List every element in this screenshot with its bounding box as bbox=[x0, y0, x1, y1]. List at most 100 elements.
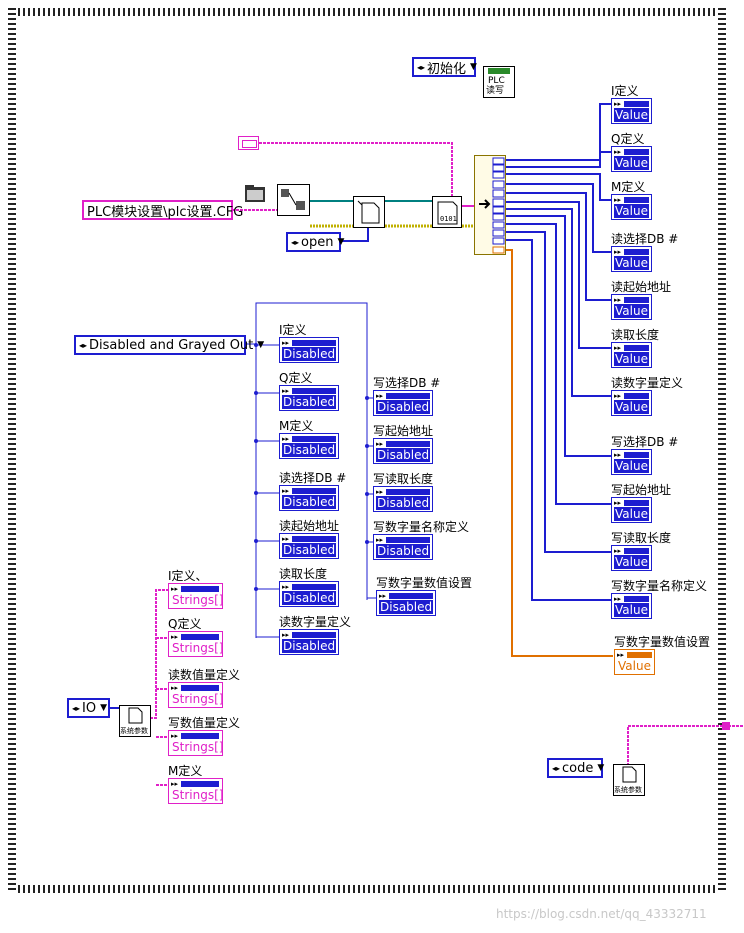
indicator-text: Value bbox=[614, 204, 649, 218]
indicator-terminal[interactable]: ▸▸Value bbox=[611, 545, 652, 571]
indicator-terminal[interactable]: ▸▸Strings[] bbox=[168, 631, 223, 657]
terminal-type-icon: ▸▸ bbox=[282, 387, 290, 395]
build-path-node[interactable] bbox=[277, 184, 310, 216]
indicator-terminal[interactable]: ▸▸Strings[] bbox=[168, 730, 223, 756]
open-enum-control[interactable]: ◂▸ open ▼ bbox=[286, 232, 345, 252]
indicator-terminal[interactable]: ▸▸Value bbox=[611, 194, 652, 220]
folder-icon-node[interactable] bbox=[244, 182, 266, 204]
indicator-label: 读起始地址 bbox=[279, 519, 340, 533]
disabled-enum-control[interactable]: ◂▸ Disabled and Grayed Out ▼ bbox=[74, 335, 264, 355]
indicator-terminal[interactable]: ▸▸Disabled bbox=[279, 485, 339, 511]
io-enum-control[interactable]: ◂▸ IO ▼ bbox=[67, 698, 110, 718]
indicator-text: Disabled bbox=[282, 543, 336, 557]
terminal-type-icon: ▸▸ bbox=[171, 633, 179, 641]
indicator-terminal[interactable]: ▸▸Value bbox=[611, 497, 652, 523]
indicator-terminal[interactable]: ▸▸Value bbox=[611, 98, 652, 124]
indicator-terminal[interactable]: ▸▸Disabled bbox=[373, 534, 433, 560]
indicator-text: Value bbox=[614, 156, 649, 170]
code-enum-value: code bbox=[562, 760, 594, 776]
terminal-type-bar bbox=[181, 685, 219, 691]
indicator-terminal[interactable]: ▸▸Value bbox=[611, 593, 652, 619]
terminal-type-icon: ▸▸ bbox=[379, 592, 387, 600]
indicator-terminal[interactable]: ▸▸Disabled bbox=[279, 629, 339, 655]
read-config-node[interactable]: 0101 bbox=[432, 196, 462, 228]
indicator-text: Disabled bbox=[282, 495, 336, 509]
indicator-label: 读取长度 bbox=[279, 567, 328, 581]
subvi-label: 系统参数 bbox=[614, 786, 642, 794]
init-enum-value: 初始化 bbox=[427, 61, 467, 77]
indicator-terminal[interactable]: ▸▸Strings[] bbox=[168, 583, 223, 609]
terminal-type-icon: ▸▸ bbox=[614, 344, 622, 352]
frame-left-border bbox=[8, 8, 16, 893]
indicator-terminal[interactable]: ▸▸Value bbox=[611, 294, 652, 320]
indicator-label: Q定义 bbox=[611, 132, 645, 146]
indicator-text: Value bbox=[614, 352, 649, 366]
indicator-label: I定义 bbox=[279, 323, 307, 337]
indicator-label: 写选择DB # bbox=[611, 435, 679, 449]
indicator-text: Disabled bbox=[376, 448, 430, 462]
indicator-terminal[interactable]: ▸▸Strings[] bbox=[168, 778, 223, 804]
system-params-subvi-io[interactable]: 系统参数 bbox=[119, 705, 151, 737]
terminal-type-icon: ▸▸ bbox=[171, 585, 179, 593]
indicator-label: 读数字量定义 bbox=[611, 376, 684, 390]
terminal-type-bar bbox=[624, 101, 649, 107]
subvi-label: 系统参数 bbox=[120, 727, 148, 735]
document-icon bbox=[622, 766, 637, 783]
open-config-node[interactable] bbox=[353, 196, 385, 228]
config-refnum-constant[interactable] bbox=[238, 136, 259, 150]
terminal-type-bar bbox=[624, 548, 649, 554]
terminal-type-icon: ▸▸ bbox=[614, 451, 622, 459]
read-binary-icon: 0101 bbox=[437, 201, 458, 225]
terminal-type-bar bbox=[624, 345, 649, 351]
indicator-terminal[interactable]: ▸▸Value bbox=[611, 449, 652, 475]
indicator-text: Value bbox=[617, 659, 652, 673]
watermark: https://blog.csdn.net/qq_43332711 bbox=[496, 907, 707, 921]
terminal-type-bar bbox=[292, 436, 336, 442]
indicator-terminal[interactable]: ▸▸Disabled bbox=[376, 590, 436, 616]
indicator-text: Disabled bbox=[282, 591, 336, 605]
indicator-terminal[interactable]: ▸▸Disabled bbox=[373, 486, 433, 512]
indicator-text: Disabled bbox=[376, 496, 430, 510]
terminal-type-icon: ▸▸ bbox=[282, 631, 290, 639]
indicator-text: Disabled bbox=[379, 600, 433, 614]
terminal-type-icon: ▸▸ bbox=[376, 392, 384, 400]
indicator-text: Disabled bbox=[282, 347, 336, 361]
code-enum-control[interactable]: ◂▸ code ▼ bbox=[547, 758, 605, 778]
init-enum-control[interactable]: ◂▸ 初始化 ▼ bbox=[412, 57, 477, 77]
indicator-terminal[interactable]: ▸▸Value bbox=[611, 342, 652, 368]
chevron-down-icon[interactable]: ▼ bbox=[337, 237, 345, 247]
terminal-type-bar bbox=[386, 489, 430, 495]
plc-read-write-subvi[interactable]: PLC 读写 bbox=[483, 66, 515, 98]
indicator-terminal[interactable]: ▸▸Disabled bbox=[279, 533, 339, 559]
indicator-terminal[interactable]: ▸▸Value bbox=[614, 649, 655, 675]
indicator-label: 读数字量定义 bbox=[279, 615, 352, 629]
indicator-terminal[interactable]: ▸▸Value bbox=[611, 146, 652, 172]
chevron-down-icon[interactable]: ▼ bbox=[470, 62, 477, 72]
indicator-terminal[interactable]: ▸▸Disabled bbox=[279, 433, 339, 459]
chevron-down-icon[interactable]: ▼ bbox=[597, 763, 605, 773]
terminal-type-bar bbox=[624, 249, 649, 255]
frame-bottom-border bbox=[8, 885, 726, 893]
terminal-type-bar bbox=[386, 393, 430, 399]
plc-icon-text: PLC bbox=[488, 76, 505, 86]
indicator-terminal[interactable]: ▸▸Value bbox=[611, 390, 652, 416]
indicator-terminal[interactable]: ▸▸Strings[] bbox=[168, 682, 223, 708]
unbundle-by-name-node[interactable] bbox=[474, 155, 506, 255]
chevron-down-icon[interactable]: ▼ bbox=[100, 703, 108, 713]
terminal-type-icon: ▸▸ bbox=[282, 435, 290, 443]
terminal-type-bar bbox=[292, 536, 336, 542]
indicator-terminal[interactable]: ▸▸Disabled bbox=[279, 337, 339, 363]
indicator-terminal[interactable]: ▸▸Disabled bbox=[279, 581, 339, 607]
indicator-terminal[interactable]: ▸▸Value bbox=[611, 246, 652, 272]
indicator-label: I定义 bbox=[611, 84, 639, 98]
indicator-terminal[interactable]: ▸▸Disabled bbox=[373, 390, 433, 416]
terminal-type-icon: ▸▸ bbox=[282, 583, 290, 591]
terminal-type-icon: ▸▸ bbox=[614, 196, 622, 204]
indicator-text: Value bbox=[614, 108, 649, 122]
indicator-terminal[interactable]: ▸▸Disabled bbox=[279, 385, 339, 411]
config-path-constant[interactable]: PLC模块设置\plc设置.CFG bbox=[82, 200, 243, 220]
indicator-terminal[interactable]: ▸▸Disabled bbox=[373, 438, 433, 464]
chevron-down-icon[interactable]: ▼ bbox=[257, 340, 265, 350]
indicator-label: Q定义 bbox=[168, 617, 202, 631]
system-params-subvi-code[interactable]: 系统参数 bbox=[613, 764, 645, 796]
